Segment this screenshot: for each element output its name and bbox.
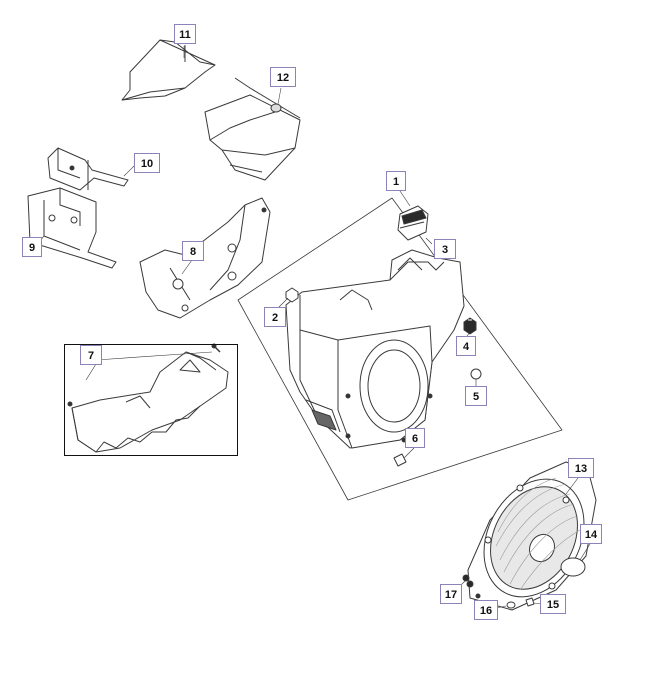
part-17-nuts [462,574,474,588]
callout-14: 14 [580,524,602,544]
callout-1: 1 [386,171,406,191]
callout-2: 2 [264,307,286,327]
callout-8: 8 [182,241,204,261]
callout-15: 15 [540,594,566,614]
part-3-cover-clip [397,205,429,241]
part-11-bracket [121,39,216,101]
part-4-bolt [463,317,477,335]
assembly-outline [237,197,563,501]
part-10-bracket [47,147,129,191]
callout-3: 3 [434,239,456,259]
callout-7: 7 [80,345,102,365]
part-7-inset-artwork [67,343,229,453]
part-15-screw [525,597,535,607]
part-5-washer [470,368,482,380]
callout-9: 9 [22,237,42,257]
callout-13: 13 [568,458,594,478]
part-14-cap [560,557,586,577]
part-2-nut [285,287,299,303]
callout-11: 11 [174,24,196,44]
callout-4: 4 [456,336,476,356]
part-12-shroud [204,77,301,181]
part-9-baffle [27,187,117,269]
callout-17: 17 [440,584,462,604]
callout-16: 16 [474,600,498,620]
part-8-side-panel [139,197,271,319]
part-16-washer [506,601,516,609]
inset-frame [64,344,238,456]
part-1-blower-housing [285,249,465,449]
callout-12: 12 [270,67,296,87]
callout-5: 5 [465,386,487,406]
callout-6: 6 [405,428,425,448]
callout-10: 10 [134,153,160,173]
part-6-clip [393,453,407,467]
